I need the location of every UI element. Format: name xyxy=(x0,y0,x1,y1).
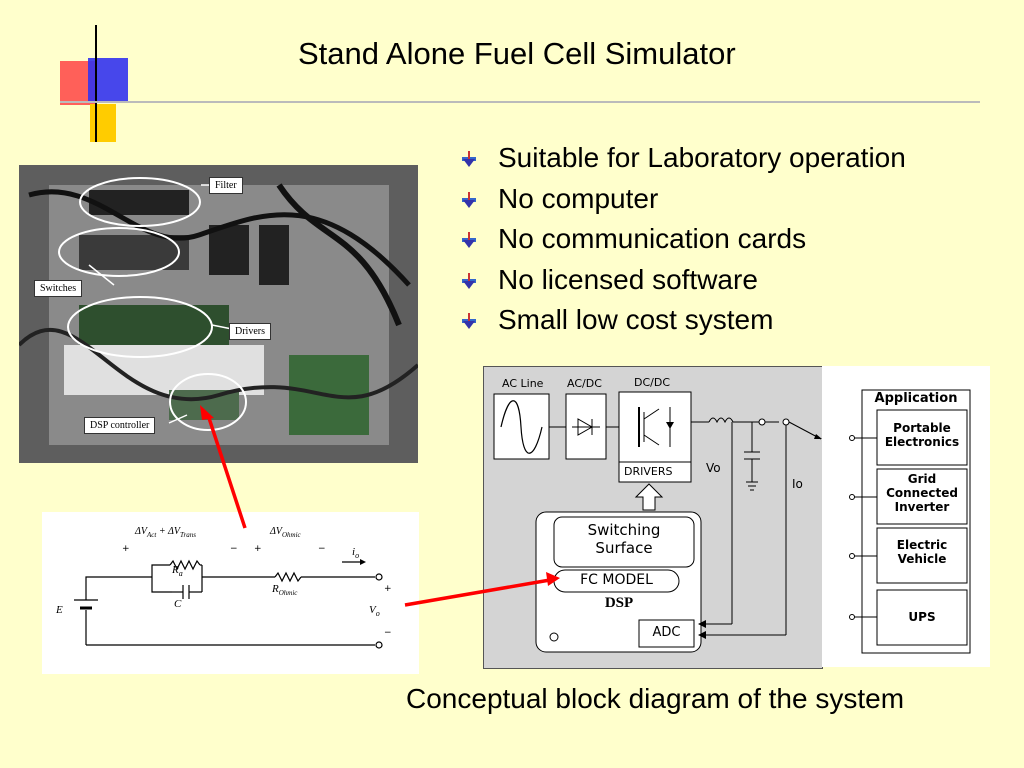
equivalent-circuit: E Ra C ROhmic Vo io ΔVAct + ΔVTrans ΔVOh… xyxy=(42,512,419,674)
circuit-ohmic-sub: Ohmic xyxy=(281,531,301,539)
circuit-io-sub: o xyxy=(355,551,360,561)
circuit-vo-main: V xyxy=(369,604,376,616)
circuit-label-ra: Ra xyxy=(172,564,183,578)
label-fc-model: FC MODEL xyxy=(580,572,653,588)
corner-logo xyxy=(60,25,980,142)
arrow-bullet-icon xyxy=(462,191,476,208)
switching-surface-box xyxy=(553,516,695,568)
app-grid-connected-inverter: Grid Connected Inverter xyxy=(886,472,958,514)
arrow-bullet-icon xyxy=(462,232,476,248)
bullet-item: No computer xyxy=(460,179,906,220)
circuit-minus-2: − xyxy=(318,544,326,554)
bullet-list: Suitable for Laboratory operation No com… xyxy=(460,138,906,341)
circuit-label-vo: Vo xyxy=(369,604,380,618)
circuit-label-rohmic: ROhmic xyxy=(272,583,297,597)
slide-title: Stand Alone Fuel Cell Simulator xyxy=(298,36,736,71)
circuit-diagram xyxy=(74,559,383,649)
circuit-ra-sub: a xyxy=(178,569,183,579)
arrow-bullet-icon xyxy=(462,272,476,289)
circuit-label-dv-act-trans: ΔVAct + ΔVTrans xyxy=(135,526,196,539)
red-arrow-photo xyxy=(206,414,247,529)
callout-filter: Filter xyxy=(209,177,243,194)
circuit-label-dv-ohmic: ΔVOhmic xyxy=(270,526,301,539)
circuit-plus-1: + xyxy=(122,544,130,554)
label-ac-dc: AC/DC xyxy=(567,377,602,390)
label-ac-line: AC Line xyxy=(502,377,544,390)
app-ups: UPS xyxy=(908,610,936,624)
callout-switches: Switches xyxy=(34,280,83,297)
circuit-trans-sub: Trans xyxy=(180,531,197,539)
circuit-plus-out: + xyxy=(384,584,392,594)
callout-dsp-controller: DSP controller xyxy=(84,417,156,434)
application-panel: Application Portable Electronics Grid Co… xyxy=(822,366,990,667)
bullet-item: Small low cost system xyxy=(460,300,906,341)
arrow-bullet-icon xyxy=(462,151,476,167)
circuit-act-sub: Act xyxy=(146,531,157,539)
circuit-plus-dv: + ΔV xyxy=(158,526,181,537)
circuit-io-main: i xyxy=(352,546,356,558)
label-vo: Vo xyxy=(706,461,721,475)
circuit-label-c: C xyxy=(174,598,182,610)
logo-yellow-square xyxy=(90,104,116,142)
circuit-dv-ohmic-main: ΔV xyxy=(270,526,282,537)
circuit-ra-main: R xyxy=(172,564,179,576)
circuit-plus-2: + xyxy=(254,544,262,554)
label-io: Io xyxy=(792,477,803,491)
hardware-photo-graphic xyxy=(19,165,418,463)
label-adc: ADC xyxy=(652,625,681,640)
bullet-item: No licensed software xyxy=(460,260,906,301)
adc-box xyxy=(638,619,695,648)
block-diagram-graphic xyxy=(493,391,822,653)
label-application: Application xyxy=(874,391,958,406)
circuit-vo-sub: o xyxy=(375,609,380,619)
logo-blue-square xyxy=(88,58,128,102)
label-drivers: DRIVERS xyxy=(624,465,673,478)
dc-dc-box xyxy=(618,391,692,483)
circuit-label-io: io xyxy=(352,546,359,560)
app-electric-vehicle: Electric Vehicle xyxy=(896,538,948,566)
label-dc-dc: DC/DC xyxy=(634,376,671,389)
bullet-item: No communication cards xyxy=(460,219,906,260)
diagram-caption: Conceptual block diagram of the system xyxy=(406,683,905,714)
application-graphic xyxy=(849,389,971,654)
label-dsp: DSP xyxy=(604,595,634,611)
hardware-photo: Filter Switches Drivers DSP controller xyxy=(19,165,418,463)
label-switching-surface: Switching Surface xyxy=(587,521,661,557)
circuit-minus-1: − xyxy=(230,544,238,554)
red-arrow-fc-model xyxy=(404,578,551,607)
circuit-label-e: E xyxy=(56,604,63,616)
circuit-rohmic-sub: Ohmic xyxy=(278,589,298,598)
bullet-item: Suitable for Laboratory operation xyxy=(460,138,906,179)
arrow-bullet-icon xyxy=(462,313,476,329)
circuit-rohmic-main: R xyxy=(272,583,279,595)
circuit-dv-act: ΔV xyxy=(135,526,147,537)
circuit-minus-out: − xyxy=(384,628,392,638)
block-diagram: AC Line AC/DC DC/DC DRIVERS Vo Io Switch… xyxy=(483,366,823,669)
callout-drivers: Drivers xyxy=(229,323,271,340)
app-portable-electronics: Portable Electronics xyxy=(884,421,960,449)
